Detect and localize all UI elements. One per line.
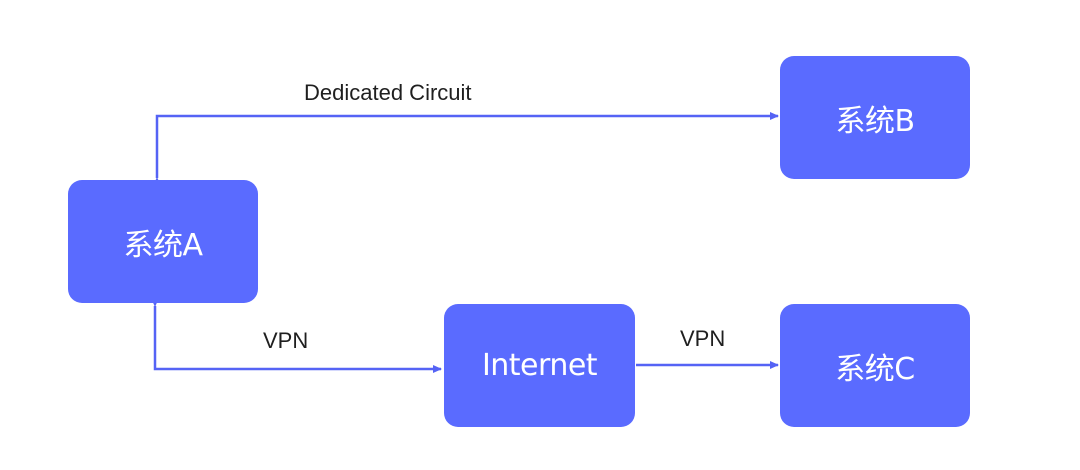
node-system-a-label: 系统A [123, 227, 203, 263]
edge-label-dedicated-circuit: Dedicated Circuit [304, 80, 472, 105]
edge-a-to-internet [151, 298, 442, 373]
node-system-c-label: 系统C [835, 351, 915, 387]
node-system-b-label: 系统B [835, 103, 915, 139]
edge-label-vpn-internet-c: VPN [680, 326, 726, 351]
node-system-b[interactable]: 系统B [780, 56, 970, 179]
node-internet[interactable]: Internet [444, 304, 635, 427]
edge-label-vpn-a-internet: VPN [263, 328, 309, 353]
node-internet-label: Internet [481, 348, 598, 383]
edge-a-to-b [153, 112, 779, 186]
node-system-a[interactable]: 系统A [68, 180, 258, 303]
node-system-c[interactable]: 系统C [780, 304, 970, 427]
